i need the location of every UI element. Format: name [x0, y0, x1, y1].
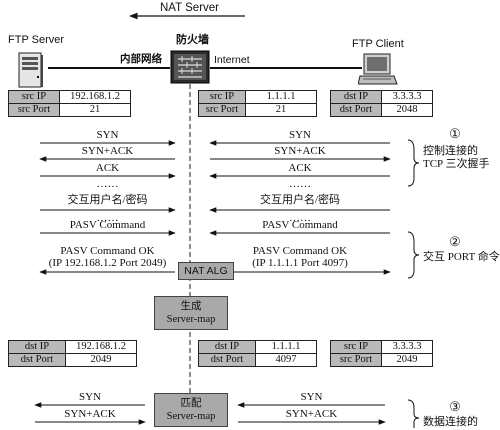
- left-login-label: 交互用户名/密码: [67, 194, 148, 206]
- firewall-icon: [170, 50, 212, 84]
- match-server-map-line1: 匹配: [180, 398, 202, 409]
- table2-mid-label-port: dst Port: [198, 353, 256, 367]
- right-pasv-ok-label: PASV Command OK: [252, 245, 348, 257]
- table1-client-value-port: 2048: [381, 103, 433, 117]
- bottom-left-synack-label: SYN+ACK: [64, 408, 116, 420]
- bottom-left-syn-label: SYN: [78, 391, 101, 403]
- match-server-map-line2: Server-map: [166, 411, 216, 422]
- left-dots1: ……: [96, 178, 119, 190]
- step2-number: ②: [449, 234, 461, 249]
- table1-server-value-ip: 192.168.1.2: [59, 90, 131, 104]
- left-pasv-ok-detail: (IP 192.168.1.2 Port 2049): [48, 257, 167, 269]
- right-pasv-ok-detail: (IP 1.1.1.1 Port 4097): [252, 257, 348, 269]
- step2-text: 交互 PORT 命令: [423, 251, 500, 263]
- step1-brace: [407, 139, 420, 187]
- step1-number: ①: [449, 126, 461, 141]
- table1-mid-label-ip: src IP: [198, 90, 246, 104]
- table1-client-label-ip: dst IP: [330, 90, 382, 104]
- ftp-server-label: FTP Server: [8, 34, 65, 46]
- nat-alg-box: NAT ALG: [178, 262, 234, 280]
- table2-client-value-ip: 3.3.3.3: [381, 340, 433, 354]
- right-syn-label: SYN: [288, 129, 311, 141]
- ftp-client-icon: [357, 52, 398, 88]
- table1-mid-value-port: 21: [245, 103, 317, 117]
- step1-line1: 控制连接的: [423, 145, 478, 157]
- table1-server-label-port: src Port: [8, 103, 60, 117]
- table1-client-label-port: dst Port: [330, 103, 382, 117]
- internet-label: Internet: [214, 54, 250, 66]
- nat-server-label: NAT Server: [160, 2, 220, 14]
- step2-brace: [407, 231, 420, 279]
- right-ack-label: ACK: [288, 162, 312, 174]
- table2-client-label-port: src Port: [330, 353, 382, 367]
- left-syn-label: SYN: [96, 129, 119, 141]
- generate-server-map-box: 生成 Server-map: [154, 296, 228, 330]
- table2-client-value-port: 2049: [381, 353, 433, 367]
- table2-server-label-ip: dst IP: [8, 340, 66, 354]
- table2-client-label-ip: src IP: [330, 340, 382, 354]
- match-server-map-box: 匹配 Server-map: [154, 393, 228, 427]
- table2-mid-value-port: 4097: [255, 353, 317, 367]
- right-synack-label: SYN+ACK: [274, 145, 326, 157]
- right-login-label: 交互用户名/密码: [259, 194, 341, 206]
- table1-mid-label-port: src Port: [198, 103, 246, 117]
- table2-server-value-ip: 192.168.1.2: [65, 340, 137, 354]
- left-ack-label: ACK: [95, 162, 120, 174]
- step3-brace: [407, 399, 420, 428]
- step3-number: ③: [449, 399, 461, 414]
- intranet-label: 内部网络: [120, 54, 162, 65]
- table1-mid-value-ip: 1.1.1.1: [245, 90, 317, 104]
- table2-server-value-port: 2049: [65, 353, 137, 367]
- left-synack-label: SYN+ACK: [81, 145, 134, 157]
- table2-server-label-port: dst Port: [8, 353, 66, 367]
- generate-server-map-line1: 生成: [180, 301, 202, 312]
- table2-mid-value-ip: 1.1.1.1: [255, 340, 317, 354]
- left-pasv-label: PASV Command: [69, 219, 146, 231]
- firewall-label: 防火墙: [176, 34, 209, 46]
- table1-server-value-port: 21: [59, 103, 131, 117]
- table1-client-value-ip: 3.3.3.3: [381, 90, 433, 104]
- bottom-right-synack-label: SYN+ACK: [285, 408, 338, 420]
- ftp-server-icon: [18, 52, 44, 88]
- right-dots1: ……: [289, 178, 311, 190]
- step1-line2: TCP 三次握手: [423, 158, 490, 170]
- step3-text: 数据连接的: [423, 416, 478, 428]
- table1-server-label-ip: src IP: [8, 90, 60, 104]
- bottom-right-syn-label: SYN: [300, 391, 323, 403]
- right-pasv-label: PASV Command: [262, 219, 338, 231]
- ftp-client-label: FTP Client: [352, 38, 404, 50]
- generate-server-map-line2: Server-map: [166, 314, 216, 325]
- right-dots2: ……: [289, 212, 311, 224]
- left-dots2: ……: [96, 212, 119, 224]
- left-pasv-ok-label: PASV Command OK: [60, 245, 155, 257]
- table2-mid-label-ip: dst IP: [198, 340, 256, 354]
